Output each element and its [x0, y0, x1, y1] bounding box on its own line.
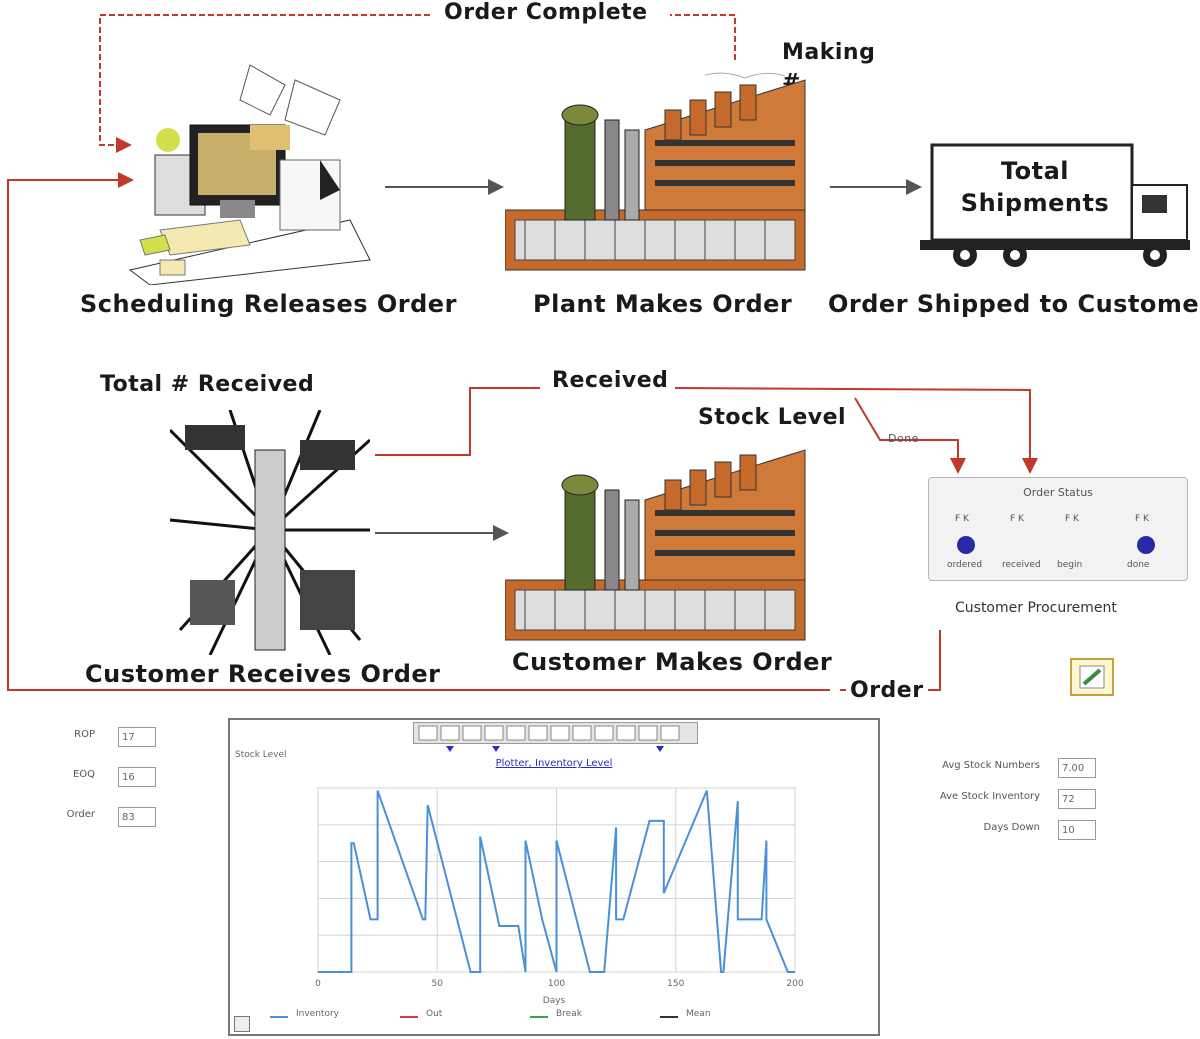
tool-icon[interactable]: [1070, 658, 1114, 696]
series-line-inventory: [318, 790, 795, 973]
toolbar-buttons-icon[interactable]: [414, 723, 697, 743]
status-led-indicator: [957, 536, 975, 554]
legend-label: Out: [426, 1009, 443, 1019]
value-field[interactable]: 10: [1058, 820, 1096, 840]
stock-level-line: [854, 397, 966, 474]
field-label: Days Down: [983, 822, 1040, 833]
legend-swatch: [270, 1016, 288, 1018]
led-top-label: F K: [1135, 514, 1149, 524]
field-label: Order: [66, 809, 95, 820]
x-tick-label: 100: [548, 979, 565, 989]
field-label: ROP: [74, 729, 95, 740]
legend-swatch: [530, 1016, 548, 1018]
value-field[interactable]: 16: [118, 767, 156, 787]
led-top-label: F K: [1010, 514, 1024, 524]
scheduling-releases-order-label: Scheduling Releases Order: [80, 290, 457, 318]
order-status-title: Order Status: [1023, 486, 1093, 499]
graph-toolbar[interactable]: [413, 722, 698, 744]
customer-makes-order-label: Customer Makes Order: [512, 648, 833, 676]
field-label: EOQ: [72, 769, 95, 780]
order-complete-line: [99, 14, 736, 145]
legend-label: Break: [556, 1009, 582, 1019]
legend-label: Mean: [686, 1009, 711, 1019]
scheduling-desk-illustration[interactable]: [120, 60, 380, 285]
led-label: ordered: [947, 560, 983, 570]
order-status-panel[interactable]: Order Status F K ordered F K received F K beg…: [928, 477, 1188, 581]
inventory-chart: 0 50 100 150 200: [315, 746, 804, 989]
x-tick-label: 150: [667, 979, 684, 989]
legend-swatch: [400, 1016, 418, 1018]
order-label: Order: [846, 678, 928, 703]
status-led-indicator: [1137, 536, 1155, 554]
order-complete-label: Order Complete: [440, 0, 652, 25]
plant-makes-order-label: Plant Makes Order: [533, 290, 793, 318]
x-tick-label: 50: [432, 979, 444, 989]
customer-procurement-label: Customer Procurement: [955, 600, 1117, 616]
stock-level-label: Stock Level: [698, 405, 847, 430]
received-label: Received: [548, 368, 673, 393]
inventory-graph-window[interactable]: Stock Level Plotter, Inventory Level 0 50…: [228, 718, 880, 1036]
graph-title: Plotter, Inventory Level: [495, 758, 613, 769]
led-label: begin: [1057, 560, 1083, 570]
led-label: done: [1127, 560, 1150, 570]
value-field[interactable]: 17: [118, 727, 156, 747]
legend-label: Inventory: [296, 1009, 339, 1019]
received-line: [375, 387, 1030, 470]
done-label: Done: [888, 432, 919, 445]
graph-corner-button[interactable]: [234, 1016, 250, 1032]
field-label: Ave Stock Inventory: [939, 791, 1040, 802]
total-received-label: Total # Received: [100, 372, 315, 397]
led-top-label: F K: [955, 514, 969, 524]
graph-x-label: Days: [542, 996, 566, 1006]
x-tick-label: 200: [786, 979, 803, 989]
order-shipped-label: Order Shipped to Customer: [828, 290, 1200, 318]
led-label: received: [1002, 560, 1041, 570]
field-label: Avg Stock Numbers: [942, 760, 1040, 771]
graph-corner-label: Stock Level: [235, 750, 287, 760]
plant-factory-illustration[interactable]: [505, 70, 825, 280]
toolbar-marker: [446, 746, 454, 752]
truck-total-shipments-text: Total Shipments: [960, 157, 1110, 217]
toolbar-marker: [656, 746, 664, 752]
led-top-label: F K: [1065, 514, 1079, 524]
toolbar-marker: [492, 746, 500, 752]
x-tick-label: 0: [315, 979, 321, 989]
value-field[interactable]: 72: [1058, 789, 1096, 809]
value-field[interactable]: 7.00: [1058, 758, 1096, 778]
legend-swatch: [660, 1016, 678, 1018]
customer-receives-order-label: Customer Receives Order: [85, 660, 441, 688]
value-field[interactable]: 83: [118, 807, 156, 827]
delivery-truck-illustration[interactable]: [920, 140, 1200, 275]
customer-factory-illustration[interactable]: [505, 440, 825, 650]
warehouse-receiving-illustration[interactable]: [170, 410, 370, 655]
